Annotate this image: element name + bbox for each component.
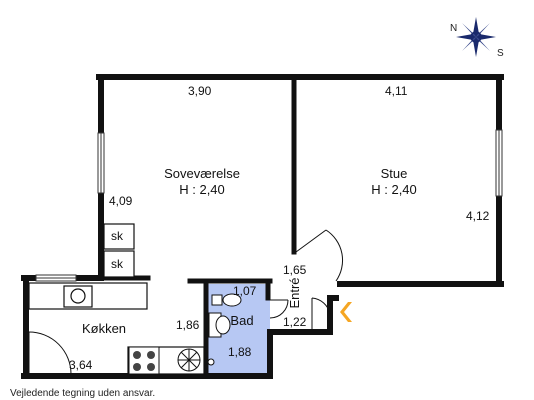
compass-north-label: N (450, 23, 458, 34)
basin-icon (207, 312, 231, 366)
stove-icon (128, 346, 160, 375)
room-kitchen: Køkken (81, 321, 127, 336)
entry-depth: 1,22 (283, 315, 307, 329)
kitchen-depth: 1,86 (176, 318, 200, 332)
toilet-icon (211, 293, 242, 307)
living-depth: 4,12 (466, 209, 490, 223)
bath-depth: 1,88 (228, 345, 252, 359)
closets (103, 223, 135, 278)
closet-label: sk (111, 229, 123, 243)
kitchen-counter (28, 282, 205, 375)
room-name: Soveværelse (164, 166, 240, 181)
closet-label: sk (111, 257, 123, 271)
bedroom-width: 3,90 (188, 84, 212, 98)
room-living: Stue H : 2,40 (354, 166, 434, 198)
interior-walls (98, 76, 297, 379)
compass-rose-icon (456, 17, 496, 57)
fan-icon (177, 348, 201, 372)
entry-door (295, 229, 343, 330)
room-entry: Entré (287, 277, 302, 309)
room-bedroom: Soveværelse H : 2,40 (150, 166, 254, 198)
room-height: H : 2,40 (179, 182, 225, 197)
room-bath: Bad (230, 313, 254, 328)
kitchen-width: 3,64 (69, 358, 93, 372)
bedroom-depth: 4,09 (109, 194, 133, 208)
room-name: Stue (380, 166, 408, 181)
windows (35, 129, 503, 282)
bath-door (269, 299, 289, 319)
living-width: 4,11 (385, 84, 408, 98)
kitchen-door (28, 331, 72, 375)
entrance-arrow-icon (340, 302, 352, 322)
bath-width: 1,07 (233, 284, 257, 298)
disclaimer-note: Vejledende tegning uden ansvar. (10, 388, 156, 399)
compass-south-label: S (497, 48, 504, 59)
room-height: H : 2,40 (371, 182, 417, 197)
entry-width: 1,65 (283, 263, 307, 277)
